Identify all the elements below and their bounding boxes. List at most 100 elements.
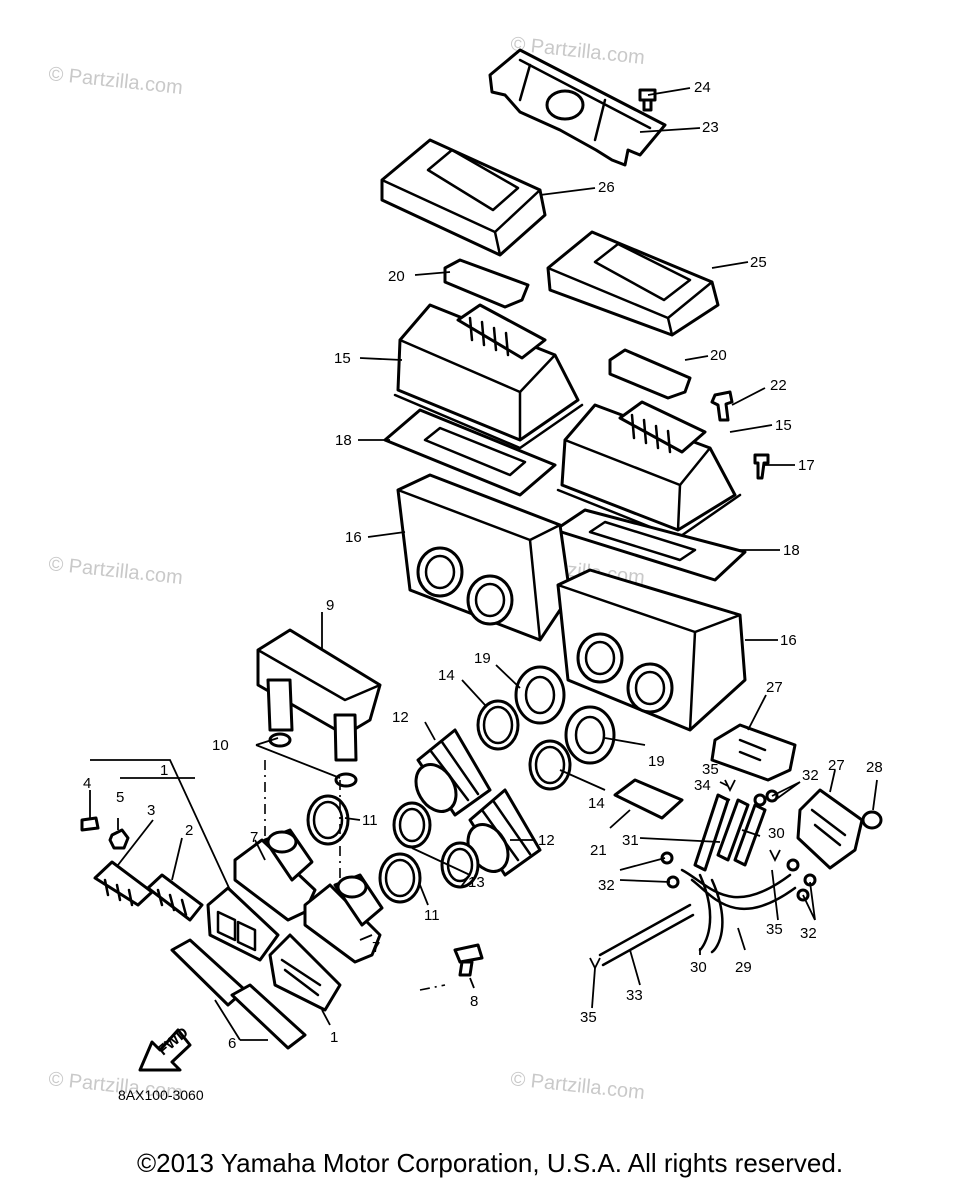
watermark: © Partzilla.com <box>509 1068 645 1104</box>
gasket-18b <box>553 508 747 582</box>
callout-8: 8 <box>470 993 478 1010</box>
leader-lines <box>89 87 878 1041</box>
callout-18: 18 <box>783 542 800 559</box>
callout-19: 19 <box>474 650 491 667</box>
callout-22: 22 <box>770 377 787 394</box>
callout-20: 20 <box>388 268 405 285</box>
clamp-32 <box>786 858 800 872</box>
bracket-part <box>488 48 667 167</box>
callout-2: 2 <box>185 822 193 839</box>
hose-31 <box>716 798 750 862</box>
callout-33: 33 <box>626 987 643 1004</box>
callout-21: 21 <box>590 842 607 859</box>
callout-19: 19 <box>648 753 665 770</box>
screw-4 <box>80 816 100 832</box>
callout-10: 10 <box>212 737 229 754</box>
hose-33 <box>598 903 695 967</box>
fwd-arrow: FWD <box>138 1024 192 1072</box>
callout-4: 4 <box>83 775 91 792</box>
cap-28 <box>861 810 883 830</box>
callout-26: 26 <box>598 179 615 196</box>
clip-35 <box>724 779 736 793</box>
assembly-line <box>264 760 446 991</box>
bolt-8 <box>453 943 484 977</box>
airbox-cover-15b <box>556 400 742 540</box>
clip-35 <box>589 957 601 971</box>
callouts: 1 1 2 3 4 5 6 7 7 8 9 10 11 11 12 12 13 … <box>83 79 883 1052</box>
callout-18: 18 <box>335 432 352 449</box>
pipe-9 <box>256 628 382 762</box>
duct-19b <box>564 705 616 765</box>
filter-frame-26 <box>380 138 547 257</box>
callout-32: 32 <box>802 767 819 784</box>
gasket-18a <box>383 408 557 497</box>
callout-11: 11 <box>362 812 378 829</box>
callout-29: 29 <box>735 959 752 976</box>
callout-9: 9 <box>326 597 334 614</box>
clip-10b <box>334 772 358 788</box>
callout-3: 3 <box>147 802 155 819</box>
callout-35: 35 <box>766 921 783 938</box>
callout-7: 7 <box>250 829 258 846</box>
diagram-code: 8AX100-3060 <box>118 1087 204 1103</box>
fuel-pump-27b <box>796 788 864 870</box>
callout-35: 35 <box>702 761 719 778</box>
callout-25: 25 <box>750 254 767 271</box>
callout-7: 7 <box>372 939 380 956</box>
airbox-16b <box>556 568 747 732</box>
airbox-cover-15a <box>393 303 584 450</box>
callout-17: 17 <box>798 457 815 474</box>
reed-valve-1a <box>206 886 280 962</box>
duct-19a <box>514 665 566 725</box>
callout-20: 20 <box>710 347 727 364</box>
callout-12: 12 <box>538 832 555 849</box>
hose-30 <box>733 803 767 867</box>
hose-29 <box>680 868 797 911</box>
callout-16: 16 <box>780 632 797 649</box>
callout-1: 1 <box>160 762 168 779</box>
screw-17 <box>753 453 770 480</box>
joint-12a <box>414 728 492 817</box>
copyright-notice: ©2013 Yamaha Motor Corporation, U.S.A. A… <box>136 1148 844 1178</box>
airbox-16a <box>396 473 572 642</box>
callout-5: 5 <box>116 789 124 806</box>
callout-32: 32 <box>598 877 615 894</box>
manifold-7b <box>303 873 384 964</box>
filter-element-20b <box>608 348 692 400</box>
callout-30: 30 <box>768 825 785 842</box>
callout-28: 28 <box>866 759 883 776</box>
pad-21 <box>613 778 684 820</box>
callout-11: 11 <box>424 907 440 924</box>
fuel-pump-27a <box>710 723 797 782</box>
callout-34: 34 <box>694 777 711 794</box>
callout-30: 30 <box>690 959 707 976</box>
bolt-24 <box>638 88 657 112</box>
hose-30b <box>698 873 724 954</box>
callout-15: 15 <box>334 350 351 367</box>
clamp-32 <box>753 793 767 807</box>
callout-31: 31 <box>622 832 639 849</box>
callout-32: 32 <box>800 925 817 942</box>
gasket-6b <box>230 983 307 1050</box>
filter-frame-25 <box>546 230 720 337</box>
callout-16: 16 <box>345 529 362 546</box>
callout-12: 12 <box>392 709 409 726</box>
parts-diagram: © Partzilla.com © Partzilla.com © Partzi… <box>47 33 883 1104</box>
callout-27: 27 <box>828 757 845 774</box>
reed-2 <box>146 873 204 922</box>
reed-valve-1b <box>268 933 342 1012</box>
callout-6: 6 <box>228 1035 236 1052</box>
callout-14: 14 <box>438 667 455 684</box>
callout-13: 13 <box>468 874 485 891</box>
callout-23: 23 <box>702 119 719 136</box>
callout-1: 1 <box>330 1029 338 1046</box>
reed-3 <box>93 860 154 907</box>
bolt-22 <box>710 390 734 422</box>
callout-15: 15 <box>775 417 792 434</box>
callout-14: 14 <box>588 795 605 812</box>
callout-35: 35 <box>580 1009 597 1026</box>
watermark: © Partzilla.com <box>47 553 183 589</box>
callout-24: 24 <box>694 79 711 96</box>
callout-27: 27 <box>766 679 783 696</box>
filter-element-20a <box>443 258 530 309</box>
